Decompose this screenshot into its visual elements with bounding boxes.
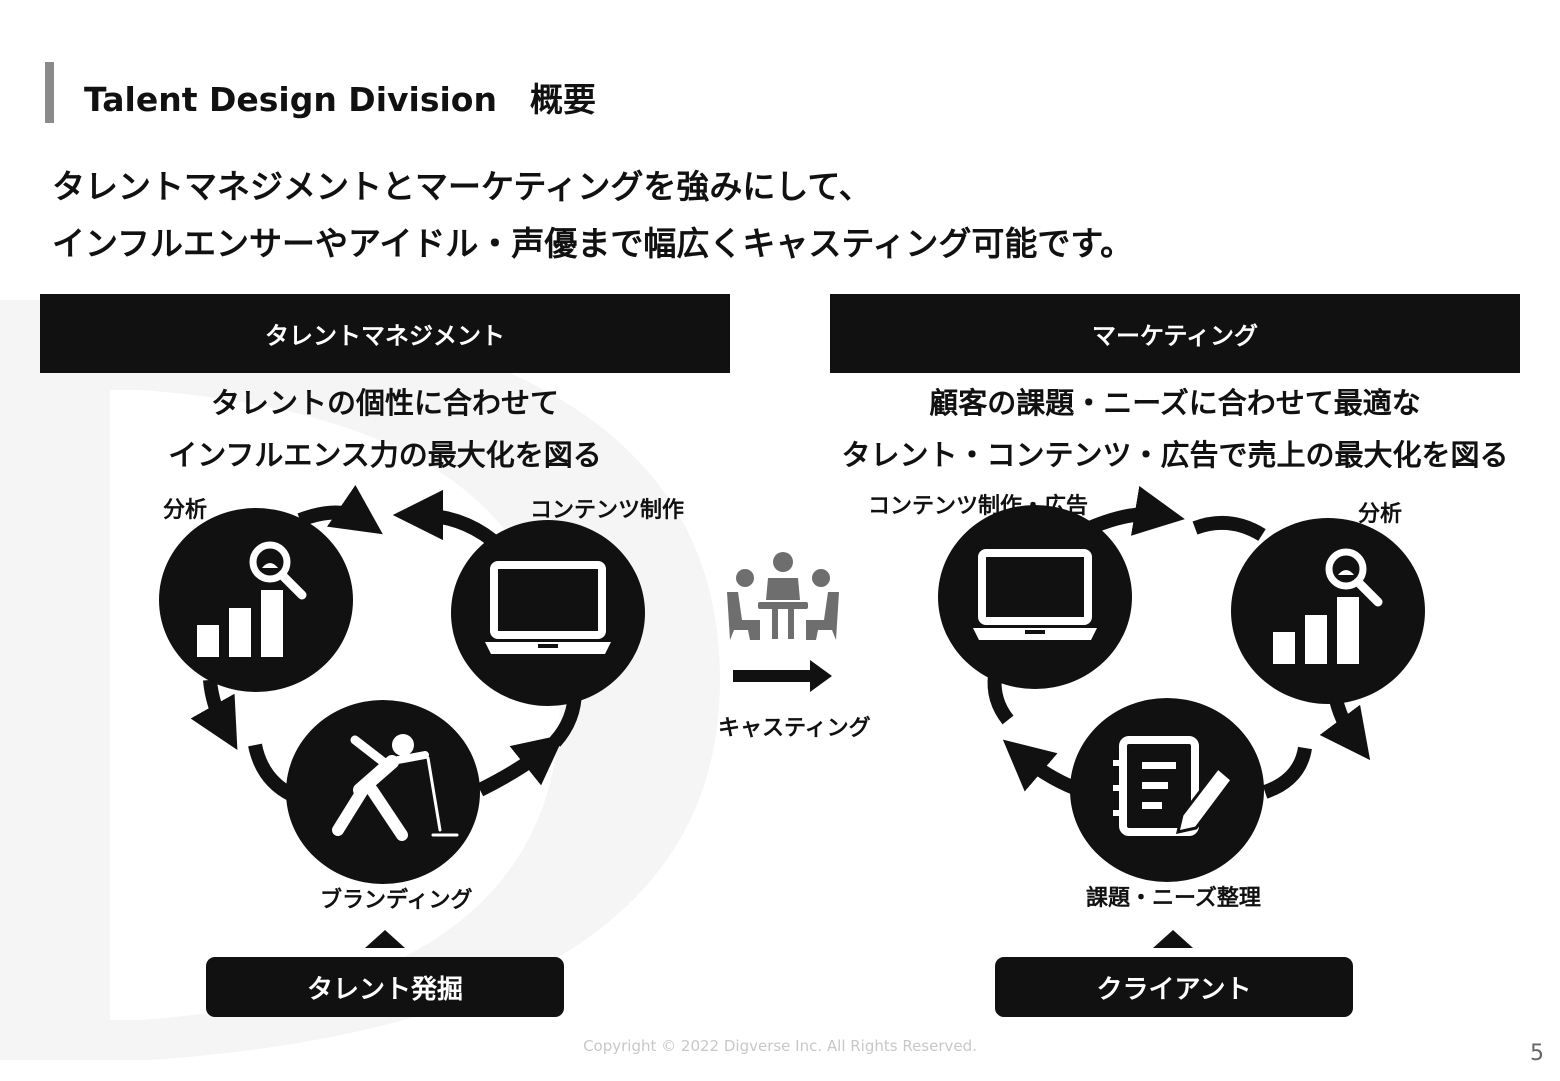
left-cycle <box>159 484 645 884</box>
triangle-up-icon <box>1153 930 1193 948</box>
left-subhead-line-2: インフルエンス力の最大化を図る <box>168 438 602 472</box>
right-cycle <box>938 486 1425 882</box>
headline-line-1: タレントマネジメントとマーケティングを強みにして、 <box>52 167 872 206</box>
right-label-needs: 課題・ニーズ整理 <box>1086 886 1261 911</box>
page-title: Talent Design Division 概要 <box>84 80 596 119</box>
headline-line-2: インフルエンサーやアイドル・声優まで幅広くキャスティング可能です。 <box>52 224 1134 263</box>
analysis-icon <box>197 541 307 657</box>
notepad-pen-icon <box>1113 736 1235 836</box>
casting-label: キャスティング <box>718 716 871 741</box>
arrow-needs-tail <box>1262 746 1312 799</box>
triangle-up-icon <box>365 930 405 948</box>
arrow-analysis-to-content <box>297 484 383 535</box>
arrow-content-to-analysis <box>392 489 497 546</box>
right-subhead-line-1: 顧客の課題・ニーズに合わせて最適な <box>929 386 1421 420</box>
content-circle <box>938 505 1132 689</box>
client-pill: クライアント <box>995 957 1353 1017</box>
analysis-circle <box>1231 518 1425 704</box>
casting-arrow-icon <box>733 660 832 692</box>
copyright-text: Copyright © 2022 Digverse Inc. All Right… <box>583 1037 977 1055</box>
right-subhead-line-2: タレント・コンテンツ・広告で売上の最大化を図る <box>841 438 1509 472</box>
arrow-branding-to-content <box>476 734 565 797</box>
laptop-icon <box>973 549 1097 640</box>
branding-circle <box>286 700 480 884</box>
right-label-content: コンテンツ制作・広告 <box>868 494 1089 519</box>
singer-icon <box>332 734 459 841</box>
analysis-icon <box>1273 548 1383 664</box>
meeting-icon <box>727 552 839 640</box>
arrow-analysis-to-branding <box>190 679 238 750</box>
left-panel-header: タレントマネジメント <box>40 294 730 373</box>
talent-discovery-pill: タレント発掘 <box>206 957 564 1017</box>
right-panel-header: マーケティング <box>830 294 1520 373</box>
left-label-content: コンテンツ制作 <box>530 498 685 523</box>
arrow-analysis-tail <box>1192 515 1266 542</box>
laptop-icon <box>485 561 611 654</box>
content-circle <box>451 520 645 706</box>
title-accent-bar <box>45 62 54 123</box>
page-number: 5 <box>1530 1041 1544 1066</box>
right-label-analysis: 分析 <box>1358 502 1403 527</box>
needs-circle <box>1070 698 1264 882</box>
left-label-branding: ブランディング <box>320 888 473 913</box>
left-subhead-line-1: タレントの個性に合わせて <box>210 386 559 420</box>
left-label-analysis: 分析 <box>163 498 208 523</box>
analysis-circle <box>159 508 353 692</box>
